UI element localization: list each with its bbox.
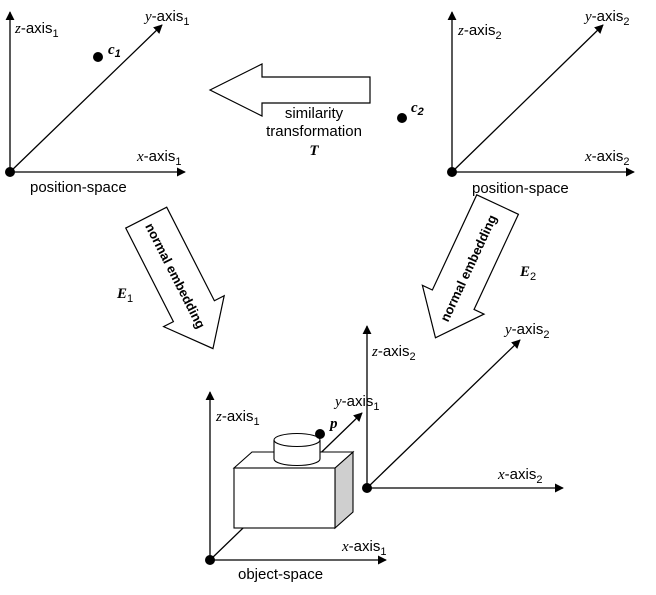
position-space-1-caption: position-space (30, 179, 127, 196)
p-point (315, 429, 325, 439)
E2-label: E2 (519, 264, 536, 283)
cylinder-body (273, 440, 321, 467)
E1-label: E1 (116, 286, 133, 305)
object-y-axis-1-label: y-axis1 (333, 393, 379, 413)
object-z-axis-2-label: z-axis2 (371, 343, 416, 363)
origin-dot (447, 167, 457, 177)
embedding-arrow-1-shape (124, 206, 226, 350)
similarity-label-line1: similarity (285, 105, 344, 122)
c1-label: c1 (108, 42, 121, 60)
c1-point (93, 52, 103, 62)
object-origin-1-dot (205, 555, 215, 565)
position-space-2: z-axis2 y-axis2 x-axis2 position-space (447, 8, 635, 197)
p-label: p (328, 416, 338, 432)
similarity-label-line2: transformation (266, 123, 362, 140)
y-axis-1-line (9, 24, 163, 173)
embedding-arrow-2-shape (421, 194, 520, 339)
object-origin-2-dot (362, 483, 372, 493)
c2-label: c2 (411, 100, 424, 118)
box-front-face (233, 467, 336, 529)
object-space: z-axis1 y-axis1 x-axis1 z-axis2 y-axis2 … (205, 321, 564, 583)
object-x-axis-1-label: x-axis1 (341, 538, 386, 558)
object-x-axis-2-label: x-axis2 (497, 466, 542, 486)
c2-point (397, 113, 407, 123)
position-space-2-caption: position-space (472, 180, 569, 197)
x-axis-2-label: x-axis2 (584, 148, 629, 168)
origin-dot (5, 167, 15, 177)
normal-embedding-arrow-1: normal embedding (124, 206, 226, 350)
T-label: T (309, 143, 319, 159)
object-y-axis-2-label: y-axis2 (503, 321, 549, 341)
object-space-caption: object-space (238, 566, 323, 583)
similarity-arrow (208, 63, 371, 117)
x-axis-1-label: x-axis1 (136, 148, 181, 168)
y-axis-2-label: y-axis2 (583, 8, 629, 28)
object-z-axis-1-label: z-axis1 (215, 408, 260, 428)
z-axis-2-label: z-axis2 (457, 22, 502, 42)
object-y-axis-2-line (366, 339, 521, 489)
y-axis-2-line (451, 24, 604, 173)
cylinder-top (273, 432, 321, 448)
position-space-1: z-axis1 y-axis1 x-axis1 c1 position-spac… (5, 8, 189, 196)
y-axis-1-label: y-axis1 (143, 8, 189, 28)
z-axis-1-label: z-axis1 (14, 20, 59, 40)
